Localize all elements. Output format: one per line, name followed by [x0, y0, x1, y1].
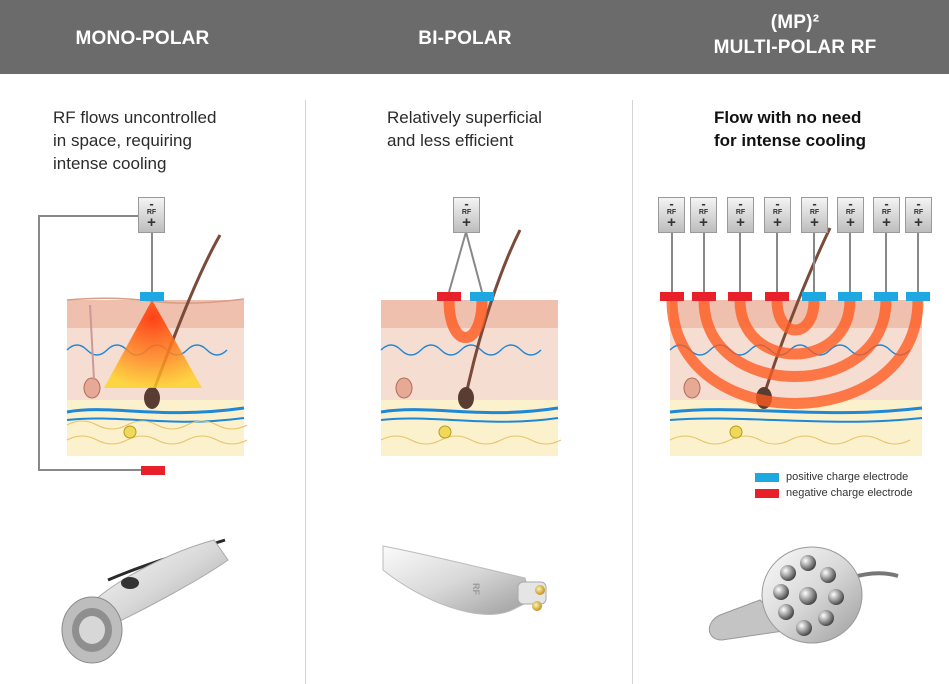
- header-bar: [0, 0, 949, 74]
- rf-source-multi-1: -RF+: [658, 196, 685, 233]
- description-multi-polar: Flow with no need for intense cooling: [714, 108, 867, 150]
- mono-negative-electrode: [141, 466, 165, 475]
- title-bi-polar: BI-POLAR: [418, 28, 512, 49]
- bi-rf-flow: [443, 299, 488, 343]
- legend-positive-label: positive charge electrode: [786, 471, 909, 483]
- title-mp2-line1: (MP)²: [770, 12, 820, 33]
- bi-negative-electrode: [437, 292, 461, 301]
- rf-source-multi-2: -RF+: [690, 196, 717, 233]
- multi-rf-flows: [666, 299, 924, 409]
- title-mono-polar: MONO-POLAR: [75, 28, 210, 49]
- rf-source-multi-7: -RF+: [873, 196, 900, 233]
- column-divider-2: [632, 100, 633, 684]
- skin-tissue-bi: [380, 229, 562, 456]
- multi-electrodes: [660, 292, 930, 301]
- rf-source-multi-6: -RF+: [837, 196, 864, 233]
- mono-polar-handpiece: [61, 538, 229, 664]
- title-mp2-line2: MULTI-POLAR RF: [713, 37, 877, 58]
- column-divider-1: [305, 100, 306, 684]
- mono-wiring: [38, 215, 153, 471]
- multi-wiring: [671, 232, 919, 292]
- legend-positive-swatch: [755, 473, 779, 482]
- rf-source-bi: -RF+: [453, 196, 480, 233]
- rf-source-multi-5: -RF+: [801, 196, 828, 233]
- description-bi-polar: Relatively superficial and less efficien…: [387, 108, 542, 150]
- bi-wiring: [448, 231, 483, 293]
- mono-rf-cone: [104, 300, 202, 388]
- multi-polar-handpiece: [708, 546, 899, 644]
- bi-polar-handpiece: [382, 545, 547, 615]
- rf-source-multi-3: -RF+: [727, 196, 754, 233]
- description-mono-polar: RF flows uncontrolled in space, requirin…: [53, 108, 217, 173]
- bi-positive-electrode: [470, 292, 494, 301]
- rf-source-mono: -RF+: [138, 196, 165, 233]
- rf-source-multi-4: -RF+: [764, 196, 791, 233]
- rf-source-multi-8: -RF+: [905, 196, 932, 233]
- legend-negative-swatch: [755, 489, 779, 498]
- legend-negative-label: negative charge electrode: [786, 487, 913, 499]
- bi-polar-handpiece-text: RF: [471, 583, 481, 595]
- skin-tissue-multi: [669, 227, 923, 456]
- mono-positive-electrode: [140, 292, 164, 301]
